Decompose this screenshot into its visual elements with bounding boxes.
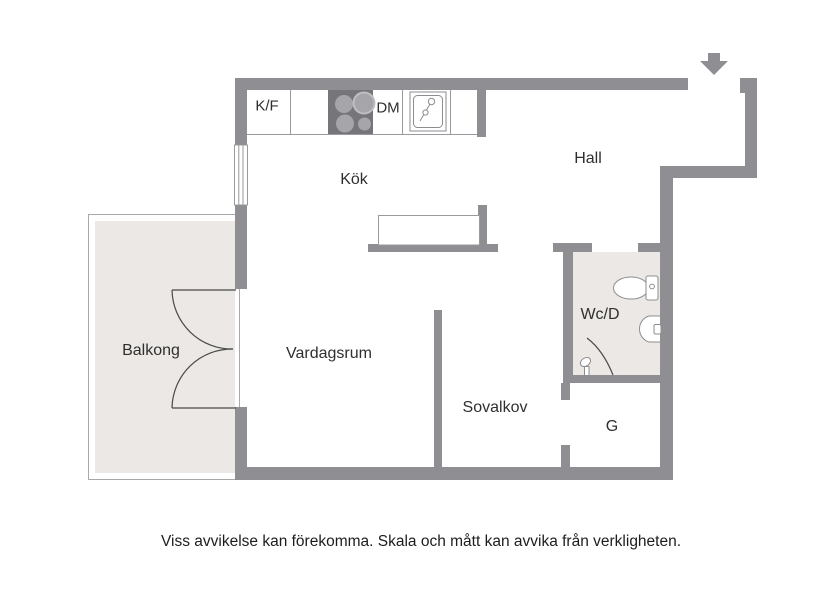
wall-hall-step (660, 166, 757, 178)
wall-sovalkov-divider (434, 310, 442, 471)
wall-table-post (478, 205, 487, 245)
wall-table (368, 244, 498, 252)
counter-divider (402, 90, 403, 134)
room-label-vardagsrum: Vardagsrum (286, 345, 372, 362)
wall-right-upper (745, 88, 757, 178)
room-label-sovalkov: Sovalkov (462, 399, 528, 416)
wall-bath-left (563, 243, 573, 383)
wall-right-lower (660, 166, 673, 480)
wall-kitchen-stub (477, 90, 486, 137)
wall-left-upper (235, 78, 247, 145)
counter-divider (450, 90, 451, 134)
wall-bath-bottom (563, 375, 673, 383)
stove-hob-icon (328, 90, 373, 134)
wall-left-lower (235, 407, 247, 480)
wall-closet-left-upper (561, 383, 570, 400)
wall-left-middle (235, 205, 247, 289)
room-label-garderob: G (605, 418, 619, 435)
disclaimer-text: Viss avvikelse kan förekomma. Skala och … (160, 533, 682, 550)
room-label-wcd: Wc/D (580, 306, 620, 323)
window-icon (234, 144, 248, 206)
dining-table (378, 215, 480, 246)
wall-bath-top-right (638, 243, 660, 252)
label-dishwasher: DM (376, 99, 400, 117)
room-label-kok: Kök (340, 171, 368, 188)
counter-divider (290, 90, 291, 134)
wall-closet-left-lower (561, 445, 570, 470)
label-fridge-freezer: K/F (255, 97, 279, 115)
entrance-arrow-icon (700, 53, 728, 75)
wall-top (235, 78, 688, 90)
wall-bottom (235, 467, 673, 480)
room-label-hall: Hall (574, 150, 602, 167)
room-label-balkong: Balkong (122, 342, 180, 359)
